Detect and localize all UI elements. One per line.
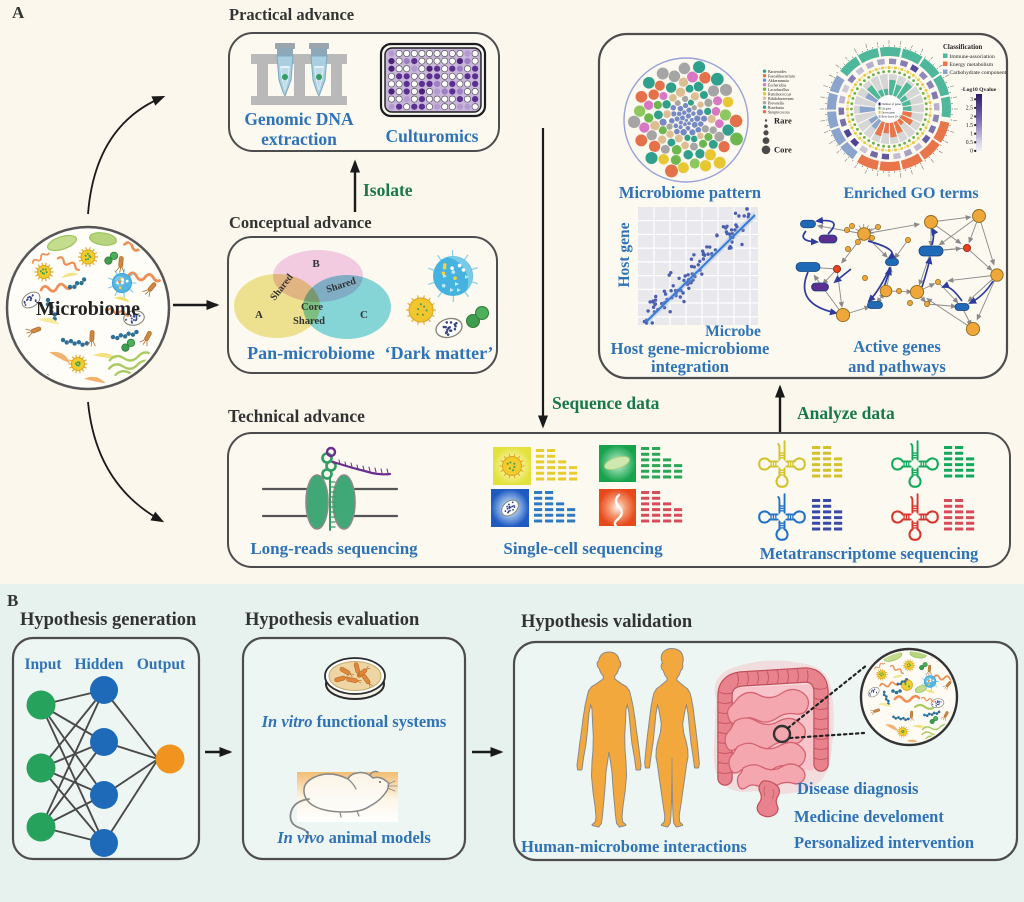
svg-text:0: 0: [970, 149, 973, 155]
svg-text:Lactobacillus: Lactobacillus: [768, 88, 789, 92]
svg-text:In vitro functional systems: In vitro functional systems: [261, 712, 447, 731]
svg-text:3: 3: [970, 97, 973, 103]
svg-text:Escherichia: Escherichia: [768, 83, 786, 87]
svg-text:0.5: 0.5: [966, 140, 973, 146]
svg-text:Hypothesis generation: Hypothesis generation: [20, 610, 197, 630]
svg-text:Disease diagnosis: Disease diagnosis: [797, 779, 919, 798]
svg-text:Microbiome pattern: Microbiome pattern: [619, 183, 761, 202]
svg-text:and pathways: and pathways: [848, 357, 946, 376]
svg-text:Roseburia: Roseburia: [768, 106, 784, 110]
svg-text:Prevotella: Prevotella: [768, 101, 784, 105]
svg-text:Conceptual advance: Conceptual advance: [229, 213, 372, 232]
svg-text:Faecalibacterium: Faecalibacterium: [768, 74, 795, 78]
svg-text:Core: Core: [774, 145, 792, 155]
svg-text:Sequence data: Sequence data: [552, 393, 660, 413]
svg-text:Host gene-microbiome: Host gene-microbiome: [611, 339, 770, 358]
svg-text:B: B: [312, 258, 320, 270]
svg-text:Rare: Rare: [774, 116, 792, 126]
svg-text:Output: Output: [137, 656, 186, 673]
svg-text:Number of genes: Number of genes: [882, 102, 903, 106]
svg-text:‘Dark matter’: ‘Dark matter’: [385, 343, 494, 363]
svg-text:A: A: [12, 3, 25, 22]
svg-text:Akkermansia: Akkermansia: [768, 79, 789, 83]
svg-text:Microbiome: Microbiome: [36, 298, 140, 320]
svg-text:extraction: extraction: [261, 129, 337, 149]
svg-text:Metatranscriptome sequencing: Metatranscriptome sequencing: [760, 544, 979, 563]
svg-text:Hypothesis validation: Hypothesis validation: [521, 612, 693, 632]
svg-text:Bacteroides: Bacteroides: [768, 70, 787, 74]
svg-text:1.5: 1.5: [966, 123, 973, 129]
svg-text:B: B: [7, 591, 18, 610]
svg-text:Technical advance: Technical advance: [228, 406, 365, 426]
svg-text:Analyze data: Analyze data: [797, 403, 895, 423]
svg-text:Up gene: Up gene: [882, 106, 892, 110]
svg-text:Rich factor (0-1): Rich factor (0-1): [882, 115, 901, 119]
svg-text:Genomic DNA: Genomic DNA: [244, 109, 354, 129]
svg-text:2: 2: [970, 114, 973, 120]
svg-text:-Log10 Qvalue: -Log10 Qvalue: [961, 87, 997, 93]
svg-text:Single-cell sequencing: Single-cell sequencing: [503, 539, 663, 558]
svg-text:Streptococcus: Streptococcus: [768, 110, 790, 114]
svg-text:Core: Core: [301, 302, 323, 313]
svg-text:Shared: Shared: [293, 316, 325, 327]
svg-text:2.5: 2.5: [966, 106, 973, 112]
svg-text:Microbe: Microbe: [705, 323, 761, 340]
svg-text:Host gene: Host gene: [616, 222, 633, 287]
svg-text:integration: integration: [651, 357, 729, 376]
svg-text:In vivo animal models: In vivo animal models: [276, 828, 431, 847]
svg-text:Energy metabolism: Energy metabolism: [950, 62, 994, 68]
svg-text:Human-microbome interactions: Human-microbome interactions: [521, 837, 747, 856]
svg-text:C: C: [360, 309, 368, 321]
svg-text:Hypothesis evaluation: Hypothesis evaluation: [245, 610, 420, 630]
svg-text:Long-reads sequencing: Long-reads sequencing: [250, 539, 418, 558]
svg-text:Classification: Classification: [943, 44, 982, 51]
svg-text:Input: Input: [24, 656, 62, 673]
svg-text:Pan-microbiome: Pan-microbiome: [247, 343, 375, 363]
svg-text:Culturomics: Culturomics: [385, 126, 478, 146]
svg-text:A: A: [255, 309, 263, 321]
svg-text:Personalized intervention: Personalized intervention: [794, 833, 974, 852]
svg-text:Immune-association: Immune-association: [950, 54, 996, 60]
svg-text:Isolate: Isolate: [363, 180, 413, 200]
svg-text:Down gene: Down gene: [882, 111, 896, 115]
svg-text:1: 1: [970, 132, 973, 138]
svg-text:Practical advance: Practical advance: [229, 5, 354, 24]
svg-text:Ruminococcus: Ruminococcus: [768, 92, 792, 96]
svg-text:Active genes: Active genes: [853, 337, 941, 356]
svg-text:Medicine develoment: Medicine develoment: [794, 807, 944, 826]
svg-text:Bifidobacterium: Bifidobacterium: [768, 97, 794, 101]
svg-text:Carbohydrate component: Carbohydrate component: [950, 70, 1007, 76]
svg-text:Hidden: Hidden: [74, 656, 123, 673]
svg-text:Enriched GO terms: Enriched GO terms: [843, 185, 978, 202]
